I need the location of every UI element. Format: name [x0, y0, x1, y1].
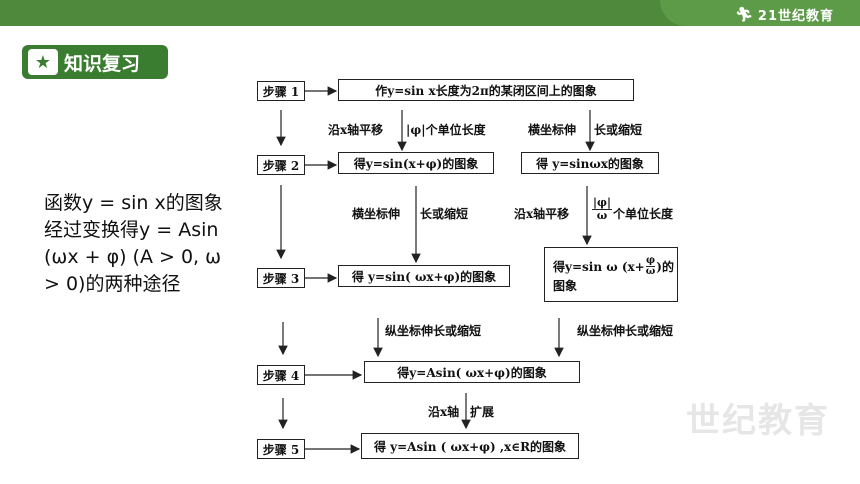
- logo-text: 21世纪教育: [757, 9, 834, 24]
- label-shift-units-right: 个单位长度: [613, 207, 674, 221]
- label-stretch-x-left-b: 长或缩短: [420, 207, 469, 221]
- box-step3-right: 得y=sin ω (x+ φ ω )的 图象: [544, 247, 678, 302]
- fraction-denominator: ω: [645, 265, 656, 277]
- label-stretch-x-right-b: 长或缩短: [594, 123, 643, 137]
- label-stretch-y-left: 纵坐标伸长或缩短: [385, 324, 482, 338]
- runner-logo-icon: 🏃︎: [735, 6, 754, 23]
- label-shift-x-right: 沿x轴平移: [514, 207, 570, 221]
- label-stretch-y-right: 纵坐标伸长或缩短: [577, 324, 674, 338]
- step-2-box: 步骤 2: [257, 155, 305, 175]
- fraction-absphi: |φ|: [592, 196, 612, 210]
- watermark: 世纪教育: [686, 401, 830, 441]
- label-expand: 扩展: [470, 405, 495, 419]
- box-step2-right: 得 y=sinωx的图象: [521, 152, 659, 174]
- fraction-absphi-omega: |φ| ω: [592, 197, 612, 222]
- fraction-omega: ω: [596, 209, 608, 222]
- box-step2-left: 得y=sin(x+φ)的图象: [338, 152, 494, 174]
- box-step3-right-line2: 图象: [553, 278, 578, 293]
- step-4-box: 步骤 4: [257, 365, 305, 385]
- banner-curve: [660, 0, 860, 26]
- label-stretch-x-right-a: 横坐标伸: [528, 123, 577, 137]
- box-step3-right-text: 得y=sin ω (x+: [553, 259, 645, 274]
- description-text: 函数y = sin x的图象经过变换得y = Asin (ωx + φ) (A …: [44, 192, 223, 295]
- section-title: 知识复习: [64, 52, 141, 75]
- box-step1: 作y=sin x长度为2π的某闭区间上的图象: [338, 79, 634, 101]
- label-shift-units-left: |φ|个单位长度: [406, 123, 486, 137]
- box-step3-left: 得 y=sin( ωx+φ)的图象: [338, 265, 510, 287]
- runner-icon: ★: [28, 49, 58, 75]
- box-step3-right-line1: 得y=sin ω (x+ φ ω )的: [553, 254, 674, 277]
- label-shift-x-left: 沿x轴平移: [328, 123, 384, 137]
- label-along-x: 沿x轴: [428, 405, 460, 419]
- fraction-phi-omega: φ ω: [645, 254, 656, 277]
- top-banner: 🏃︎ 21世纪教育: [0, 0, 860, 26]
- box-step5: 得 y=Asin ( ωx+φ) ,x∈R的图象: [361, 433, 579, 459]
- step-3-box: 步骤 3: [257, 268, 305, 288]
- box-step3-right-tail: )的: [656, 259, 674, 274]
- fraction-numerator: φ: [645, 254, 656, 267]
- section-badge: ★ 知识复习: [22, 45, 168, 79]
- step-1-box: 步骤 1: [257, 81, 305, 101]
- label-stretch-x-left-a: 横坐标伸: [352, 207, 401, 221]
- box-step4: 得y=Asin( ωx+φ)的图象: [364, 361, 580, 383]
- step-5-box: 步骤 5: [257, 439, 305, 459]
- site-logo: 🏃︎ 21世纪教育: [735, 5, 834, 25]
